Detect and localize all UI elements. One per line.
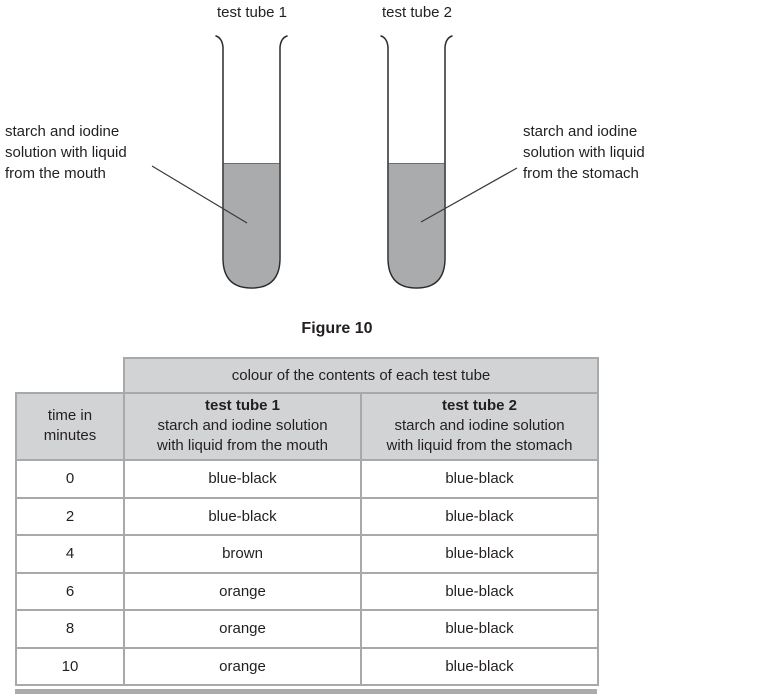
tube1-annotation-line3: from the mouth	[5, 165, 106, 182]
tube2-colour-cell: blue-black	[359, 496, 600, 536]
tube2-liquid	[388, 163, 445, 288]
time-cell: 0	[15, 459, 125, 499]
tube2-colour-cell: blue-black	[359, 571, 600, 611]
tube1-colour-cell: orange	[123, 571, 362, 611]
column-header-row: time in minutes test tube 1 starch and i…	[15, 392, 600, 461]
time-column-header: time in minutes	[15, 392, 125, 461]
test-tube-1-diagram	[215, 35, 288, 289]
table-row: 2 blue-black blue-black	[15, 496, 600, 536]
time-cell: 8	[15, 609, 125, 649]
time-cell: 10	[15, 646, 125, 686]
test-tube-2-diagram	[380, 35, 453, 289]
tube2-colour-cell: blue-black	[359, 609, 600, 649]
tube1-column-header: test tube 1 starch and iodine solution w…	[123, 392, 362, 461]
table-corner-blank	[16, 358, 124, 393]
table-row: 4 brown blue-black	[15, 534, 600, 574]
test-tube-1-label: test tube 1	[216, 4, 288, 21]
time-cell: 2	[15, 496, 125, 536]
span-header-cell: colour of the contents of each test tube	[122, 357, 600, 394]
tube2-colour-cell: blue-black	[359, 459, 600, 499]
tube1-colour-cell: brown	[123, 534, 362, 574]
tube1-liquid	[223, 163, 280, 288]
tube2-annotation-line3: from the stomach	[523, 165, 639, 182]
bottom-cut-off-bar	[15, 689, 597, 694]
span-header-row: colour of the contents of each test tube	[16, 357, 600, 394]
tube2-annotation: starch and iodine solution with liquid f…	[523, 121, 645, 184]
tube2-colour-cell: blue-black	[359, 534, 600, 574]
table-row: 8 orange blue-black	[15, 609, 600, 649]
tube1-colour-cell: orange	[123, 609, 362, 649]
tube1-annotation: starch and iodine solution with liquid f…	[5, 121, 127, 184]
table-row: 6 orange blue-black	[15, 571, 600, 611]
tube1-annotation-line2: solution with liquid	[5, 144, 127, 161]
tube2-glass-outline	[380, 35, 453, 289]
tube1-colour-cell: blue-black	[123, 459, 362, 499]
time-cell: 6	[15, 571, 125, 611]
figure-caption: Figure 10	[301, 320, 373, 337]
table-row: 0 blue-black blue-black	[15, 459, 600, 499]
tube1-annotation-line1: starch and iodine	[5, 123, 120, 140]
time-cell: 4	[15, 534, 125, 574]
test-tube-2-label: test tube 2	[381, 4, 453, 21]
tube2-annotation-line1: starch and iodine	[523, 123, 638, 140]
tube1-colour-cell: orange	[123, 646, 362, 686]
tube2-column-header: test tube 2 starch and iodine solution w…	[359, 392, 600, 461]
results-table: colour of the contents of each test tube…	[15, 357, 600, 686]
tube2-annotation-line2: solution with liquid	[523, 144, 645, 161]
table-row: 10 orange blue-black	[15, 646, 600, 686]
tube1-glass-outline	[215, 35, 288, 289]
tube1-colour-cell: blue-black	[123, 496, 362, 536]
tube2-colour-cell: blue-black	[359, 646, 600, 686]
